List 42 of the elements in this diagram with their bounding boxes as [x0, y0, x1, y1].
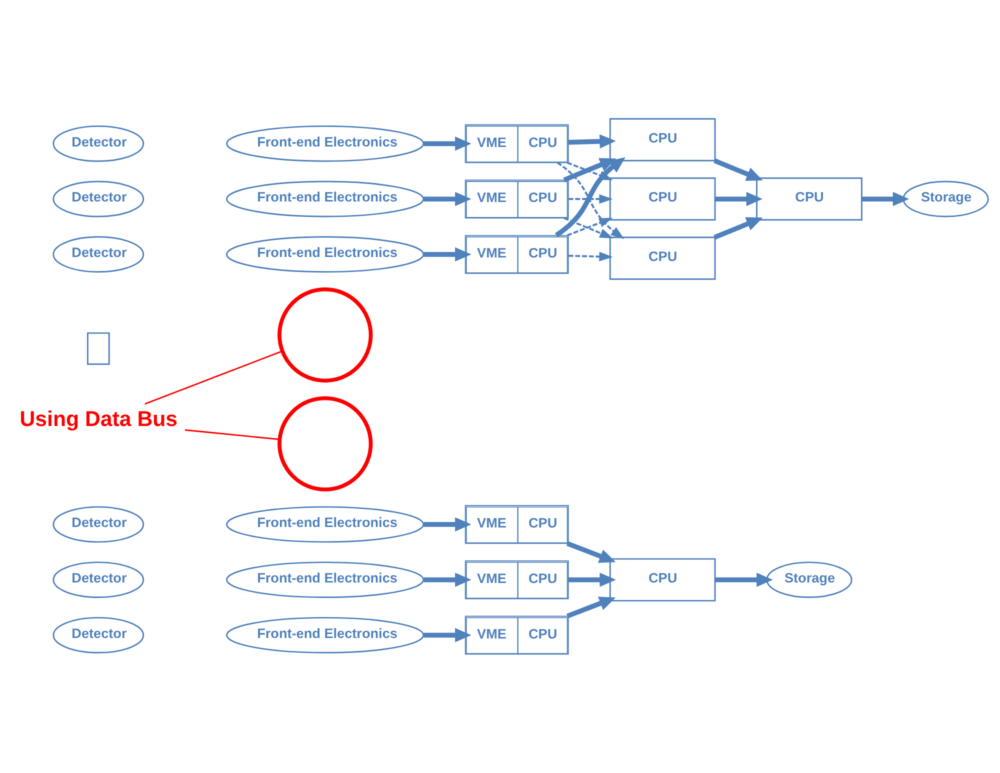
- node-circle: [278, 396, 373, 492]
- arrow: [568, 194, 613, 204]
- arrow: [714, 217, 763, 240]
- node-box: CPU: [609, 118, 716, 162]
- node-ellipse: Front-end Electronics: [226, 236, 424, 273]
- node-ellipse: Detector: [52, 236, 144, 273]
- node-box: CPU: [609, 558, 716, 602]
- node-box: [86, 332, 110, 365]
- node-ellipse: Front-end Electronics: [226, 506, 424, 543]
- connector: [144, 350, 282, 405]
- node-ellipse: Front-end Electronics: [226, 616, 424, 654]
- connector: [184, 429, 280, 440]
- node-ellipse: Front-end Electronics: [226, 125, 424, 162]
- node-ellipse: Detector: [52, 506, 144, 543]
- node-ellipse: Front-end Electronics: [226, 180, 424, 218]
- arrow: [715, 192, 763, 206]
- node-ellipse: Detector: [52, 562, 144, 598]
- arrow: [566, 541, 616, 563]
- arrow: [424, 517, 472, 532]
- node-text: Using Data Bus: [20, 406, 178, 431]
- node-box: CPU: [756, 177, 862, 221]
- arrow: [424, 572, 472, 587]
- arrow: [715, 572, 773, 587]
- node-ellipse: Detector: [52, 125, 144, 162]
- arrow: [424, 136, 472, 151]
- arrow: [568, 252, 613, 262]
- node-box: CPU: [609, 236, 716, 280]
- arrow: [424, 192, 472, 206]
- arrow: [714, 158, 763, 181]
- arrow: [862, 192, 910, 206]
- node-box: CPU: [609, 177, 716, 221]
- arrow: [424, 628, 472, 642]
- node-ellipse: Storage: [902, 180, 989, 218]
- node-ellipse: Detector: [52, 616, 144, 654]
- arrow: [568, 572, 616, 587]
- node-ellipse: Detector: [52, 180, 144, 218]
- node-circle: [278, 287, 373, 383]
- arrow: [568, 134, 616, 149]
- node-ellipse: Front-end Electronics: [226, 562, 424, 598]
- node-ellipse: Storage: [766, 562, 852, 598]
- arrow: [424, 247, 472, 262]
- arrow: [566, 596, 616, 618]
